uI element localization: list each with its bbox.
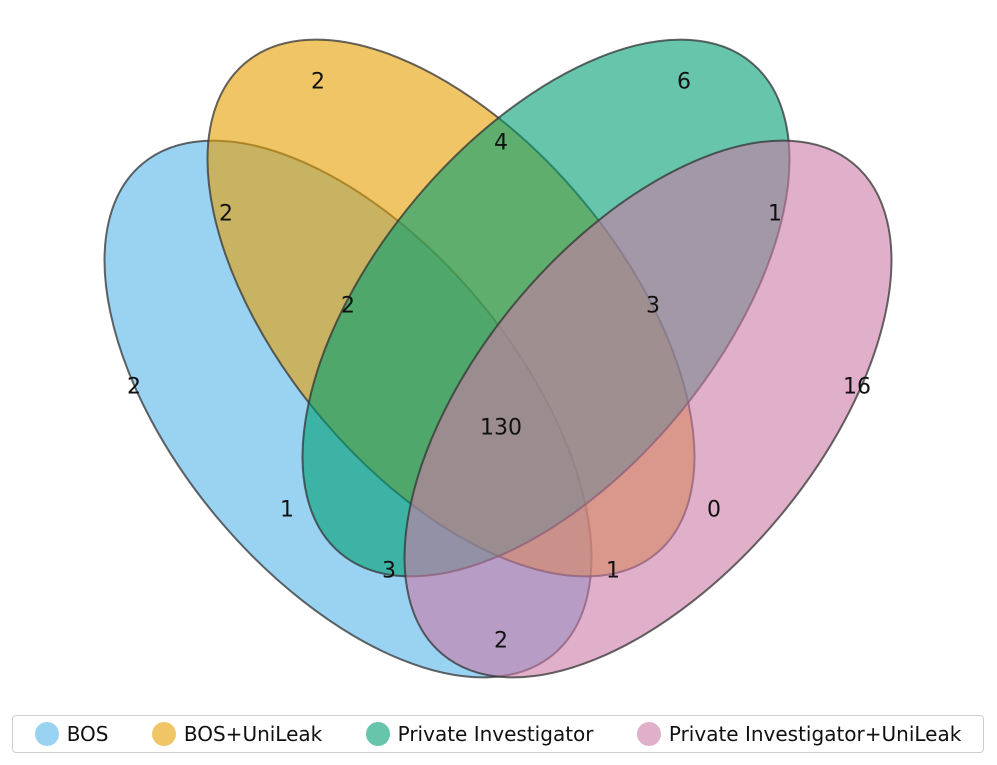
venn-diagram: 2 6 4 2 1 2 3 2 16 130 1 0 3 1 2 xyxy=(103,38,893,679)
region-count: 0 xyxy=(707,498,721,523)
legend-item-private-investigator: Private Investigator xyxy=(365,722,594,746)
region-count: 2 xyxy=(219,202,233,227)
set-ellipse-private-investigator-unileak xyxy=(403,139,893,679)
region-count: 1 xyxy=(606,559,620,584)
legend-swatch-private-investigator-unileak xyxy=(636,722,661,746)
legend-item-bos-unileak: BOS+UniLeak xyxy=(151,722,323,746)
legend-swatch-private-investigator xyxy=(365,722,390,746)
region-count: 2 xyxy=(494,629,508,654)
region-count: 2 xyxy=(311,70,325,95)
region-count: 1 xyxy=(280,498,294,523)
legend-label-bos: BOS xyxy=(66,722,109,746)
legend: BOS BOS+UniLeak Private Investigator Pri… xyxy=(12,715,984,753)
legend-item-private-investigator-unileak: Private Investigator+UniLeak xyxy=(636,722,962,746)
legend-swatch-bos-unileak xyxy=(151,722,176,746)
legend-item-bos: BOS xyxy=(34,722,109,746)
legend-label-private-investigator: Private Investigator xyxy=(397,722,594,746)
region-count: 130 xyxy=(480,416,522,441)
region-count: 6 xyxy=(677,70,691,95)
legend-label-private-investigator-unileak: Private Investigator+UniLeak xyxy=(668,722,962,746)
region-count: 2 xyxy=(127,375,141,400)
region-count: 3 xyxy=(646,294,660,319)
legend-swatch-bos xyxy=(34,722,59,746)
legend-label-bos-unileak: BOS+UniLeak xyxy=(183,722,323,746)
region-count: 2 xyxy=(341,294,355,319)
region-count: 3 xyxy=(382,559,396,584)
region-count: 1 xyxy=(768,202,782,227)
region-count: 4 xyxy=(494,131,508,156)
region-count: 16 xyxy=(843,375,871,400)
